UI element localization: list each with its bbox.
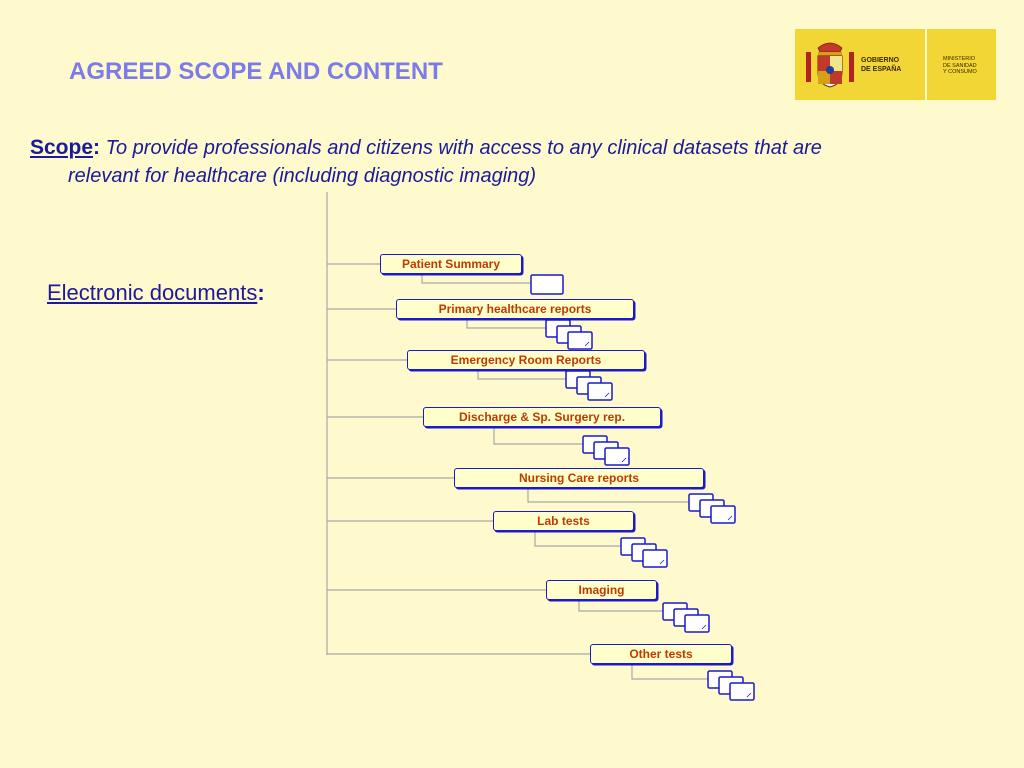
- electronic-documents-colon: :: [257, 280, 265, 305]
- scope-colon: :: [93, 136, 101, 159]
- page-fold-icon: [701, 624, 707, 630]
- document-node: Primary healthcare reports: [396, 299, 634, 319]
- logo-ministry-text: MINISTERIO DE SANIDAD Y CONSUMO: [943, 56, 977, 75]
- document-node: Other tests: [590, 644, 732, 664]
- document-page-icon: [530, 274, 564, 295]
- document-connector-line: [493, 427, 583, 445]
- page-fold-icon: [584, 341, 590, 347]
- logo-gobierno-panel: GOBIERNO DE ESPAÑA: [795, 29, 925, 100]
- document-page-icon: [587, 382, 613, 401]
- page-title: AGREED SCOPE AND CONTENT: [69, 58, 443, 85]
- document-page-icon: [684, 614, 710, 633]
- scope-text-line2: relevant for healthcare (including diagn…: [68, 165, 537, 187]
- document-page-icon: [710, 505, 736, 524]
- document-connector-line: [631, 664, 708, 680]
- document-connector-line: [466, 319, 546, 329]
- document-node: Lab tests: [493, 511, 634, 531]
- page-fold-icon: [746, 692, 752, 698]
- logo-ministry-panel: MINISTERIO DE SANIDAD Y CONSUMO: [927, 29, 996, 100]
- document-connector-line: [527, 488, 689, 503]
- page-fold-icon: [604, 392, 610, 398]
- document-page-icon: [729, 682, 755, 701]
- page-fold-icon: [659, 559, 665, 565]
- government-logo: GOBIERNO DE ESPAÑA MINISTERIO DE SANIDAD…: [795, 29, 996, 100]
- document-connector-line: [421, 274, 531, 284]
- logo-gobierno-text: GOBIERNO DE ESPAÑA: [861, 57, 902, 73]
- document-node: Imaging: [546, 580, 657, 600]
- document-page-icon: [567, 331, 593, 350]
- coat-of-arms-icon: [806, 42, 854, 88]
- document-node: Patient Summary: [380, 254, 522, 274]
- page-fold-icon: [621, 457, 627, 463]
- scope-text-line1: To provide professionals and citizens wi…: [105, 137, 822, 159]
- document-node: Nursing Care reports: [454, 468, 704, 488]
- document-connector-line: [578, 600, 663, 612]
- document-page-icon: [604, 447, 630, 466]
- scope-label: Scope: [30, 136, 94, 159]
- electronic-documents-label: Electronic documents: [47, 280, 258, 305]
- document-connector-line: [477, 370, 566, 380]
- scope-statement: Scope: To provide professionals and citi…: [30, 134, 990, 190]
- document-connector-line: [534, 531, 621, 547]
- document-node: Discharge & Sp. Surgery rep.: [423, 407, 661, 427]
- document-node: Emergency Room Reports: [407, 350, 645, 370]
- electronic-documents-heading: Electronic documents:: [47, 280, 265, 306]
- page-fold-icon: [727, 515, 733, 521]
- document-page-icon: [642, 549, 668, 568]
